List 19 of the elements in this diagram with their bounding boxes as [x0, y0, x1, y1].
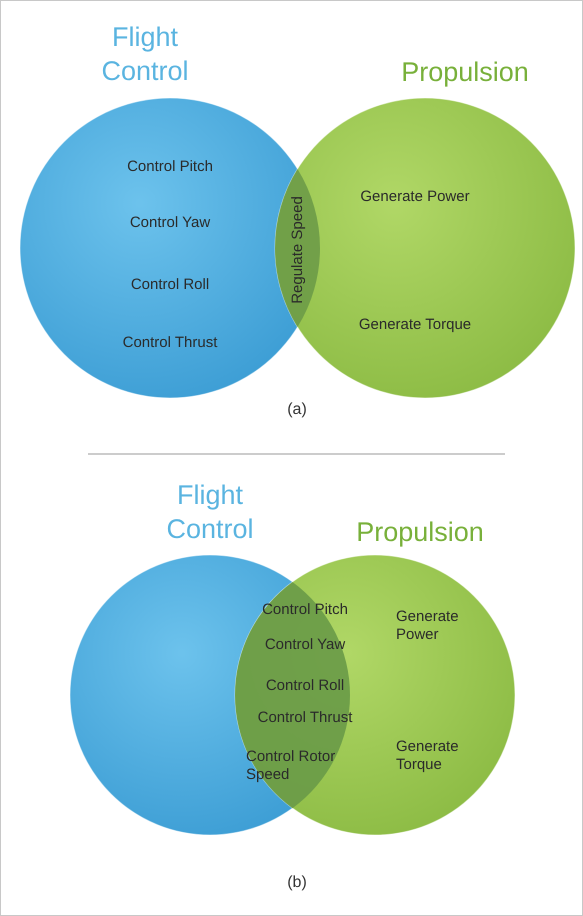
- panel-caption: (b): [287, 874, 307, 892]
- overlap-item: Control Yaw: [264, 636, 346, 654]
- venn-item: Generate Torque: [358, 316, 472, 334]
- venn-item: Generate Power: [396, 608, 460, 644]
- circle-heading: Propulsion: [355, 516, 485, 549]
- venn-item: Control Roll: [130, 276, 210, 294]
- venn-item: Control Thrust: [122, 334, 218, 352]
- circle-heading: Propulsion: [400, 56, 530, 89]
- circle-heading: Flight Control: [100, 21, 190, 88]
- overlap-item: Control Roll: [266, 676, 344, 695]
- overlap-item: Regulate Speed: [289, 196, 307, 304]
- overlap-item: Control Pitch: [262, 600, 348, 619]
- panel-caption: (a): [287, 401, 307, 419]
- overlap-item: Control Thrust: [258, 708, 352, 727]
- venn-item: Generate Torque: [396, 738, 460, 774]
- venn-item: Generate Power: [360, 188, 470, 206]
- circle-heading: Flight Control: [165, 479, 255, 546]
- venn-item: Control Pitch: [127, 158, 213, 176]
- venn-item: Control Yaw: [130, 214, 210, 232]
